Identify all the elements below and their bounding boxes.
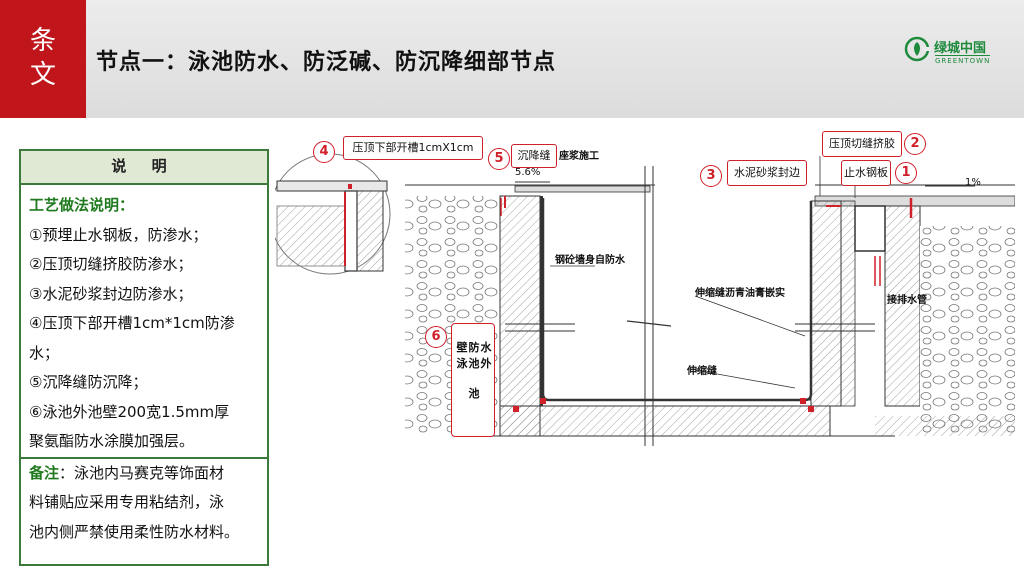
method-item-6: ⑥泳池外池壁200宽1.5mm厚 [29,402,230,421]
note-line-3: 池内侧严禁使用柔性防水材料。 [29,522,240,541]
page-title: 节点一：泳池防水、防泛碱、防沉降细部节点 [96,50,557,75]
vertical-note-col-4: 池 [468,387,480,400]
panel-body: 工艺做法说明： ①预埋止水钢板，防渗水； ②压顶切缝挤胶防渗水； ③水泥砂浆封边… [21,185,267,547]
inset-detail [269,153,391,275]
callout-number-6: 6 [425,326,447,348]
vertical-note-col-3: 水外 [480,341,492,370]
section-tag: 条 文 [0,0,86,118]
section-tag-line1: 条 [29,26,56,56]
vertical-note-col-2: 防池 [468,341,480,370]
greentown-logo: 绿城中国 GREENTOWN [904,34,1000,68]
callout-number-4: 4 [313,141,335,163]
header-bar: 条 文 节点一：泳池防水、防泛碱、防沉降细部节点 绿城中国 GREENTOWN [0,0,1024,118]
callout-outer-wall-waterproof: 壁泳 防池 水外 池 [451,323,495,437]
method-title: 工艺做法说明： [29,196,135,214]
pool-section-diagram: 4 压顶下部开槽1cmX1cm 5 沉降缝 座浆施工 5.6% 压顶切缝挤胶 2… [269,126,1016,566]
method-item-4: ④压顶下部开槽1cm*1cm防渗 [29,314,235,332]
label-slope-left: 5.6% [515,167,541,178]
logo-text-cn: 绿城中国 [934,41,987,56]
note-line-1: ：泳池内马赛克等饰面材 [59,463,225,482]
callout-cut-joint-sealant: 压顶切缝挤胶 [822,131,902,157]
section-drawing [269,153,1016,446]
method-item-6-cont: 聚氨酯防水涂膜加强层。 [29,432,195,450]
callout-mortar-seal: 水泥砂浆封边 [727,160,807,186]
callout-groove: 压顶下部开槽1cmX1cm [343,136,483,160]
note-line-2: 料铺贴应采用专用粘结剂，泳 [29,493,225,511]
panel-heading: 说 明 [21,151,267,185]
label-slope-right: 1% [965,177,981,188]
method-item-1: ①预埋止水钢板，防渗水； [29,225,208,244]
callout-settlement-joint: 沉降缝 [511,144,557,168]
label-mortar-bedding: 座浆施工 [559,151,599,162]
label-wall-waterproof: 钢砼墙身自防水 [555,255,625,266]
callout-number-5: 5 [488,148,510,170]
callout-number-1: 1 [895,162,917,184]
label-asphalt-joint: 伸缩缝沥青油膏嵌实 [695,288,785,299]
method-item-3: ③水泥砂浆封边防渗水； [29,284,193,303]
panel-divider [21,456,267,459]
leaf-logo-icon [904,36,930,62]
method-item-5: ⑤沉降缝防沉降； [29,373,148,391]
callout-waterstop-plate: 止水钢板 [841,160,891,186]
section-tag-line2: 文 [29,60,56,90]
logo-text-en: GREENTOWN [935,55,991,65]
explanation-panel: 说 明 工艺做法说明： ①预埋止水钢板，防渗水； ②压顶切缝挤胶防渗水； ③水泥… [19,149,269,566]
callout-number-3: 3 [700,165,722,187]
vertical-note-col-1: 壁泳 [456,341,468,370]
method-item-2: ②压顶切缝挤胶防渗水； [29,255,193,273]
callout-number-2: 2 [904,133,926,155]
method-item-4-cont: 水； [29,343,60,362]
note-title: 备注 [29,463,60,482]
label-drain-pipe: 接排水管 [887,295,927,306]
label-expansion-joint: 伸缩缝 [687,366,717,377]
